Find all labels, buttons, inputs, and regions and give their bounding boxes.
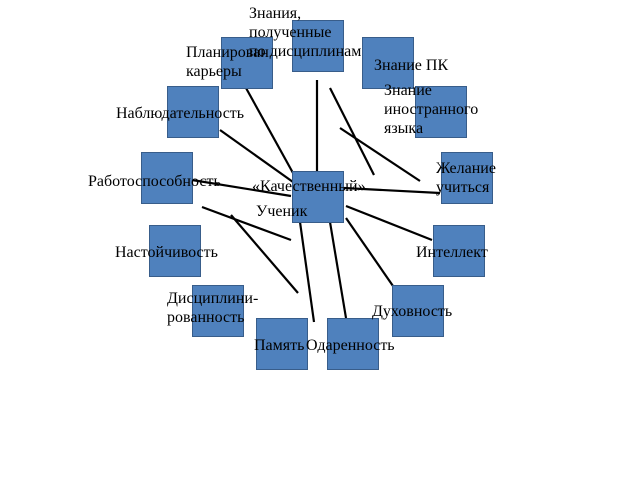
center-box: [292, 171, 344, 223]
connector-career: [245, 87, 294, 174]
spirituality-box: [392, 285, 444, 337]
connector-spirituality: [345, 217, 394, 287]
desire-learn-label: Желание учиться: [436, 160, 496, 196]
persistence-label: Настойчивость: [115, 244, 218, 261]
foreign-lang-box: [415, 86, 467, 138]
discipline-label: Дисциплини- рованность: [167, 290, 259, 326]
pc-label: Знание ПК: [374, 57, 449, 74]
connector-work-capacity: [191, 178, 292, 198]
connector-memory: [298, 221, 316, 323]
observation-label: Наблюдательность: [116, 105, 245, 122]
connector-observation: [219, 129, 294, 183]
connector-intellect: [345, 204, 433, 242]
spirituality-label: Духовность: [372, 303, 453, 320]
pc-box: [362, 37, 414, 89]
persistence-box: [149, 225, 201, 277]
intellect-box: [433, 225, 485, 277]
observation-box: [167, 86, 219, 138]
career-box: [221, 37, 273, 89]
career-label: Планирован карьеры: [186, 44, 269, 80]
memory-label: Память: [254, 337, 305, 354]
work-capacity-box: [141, 152, 193, 204]
knowledge-box: [292, 20, 344, 72]
connector-pc: [329, 87, 375, 176]
discipline-box: [192, 285, 244, 337]
work-capacity-label: Работоспособность: [88, 173, 221, 190]
memory-box: [256, 318, 308, 370]
center-label-line1: «Качественный»: [252, 178, 366, 195]
giftedness-box: [327, 318, 379, 370]
connector-persistence: [201, 205, 292, 242]
knowledge-label: Знания, полученные по дисциплинам: [249, 5, 362, 60]
desire-learn-box: [441, 152, 493, 204]
foreign-lang-label: Знание иностранного языка: [384, 82, 479, 137]
connector-foreign-lang: [339, 127, 421, 182]
center-label-line2: Ученик: [256, 203, 308, 220]
connector-discipline: [230, 214, 299, 294]
connector-giftedness: [328, 221, 348, 319]
connector-desire-learn: [343, 186, 441, 195]
giftedness-label: Одаренность: [306, 337, 395, 354]
intellect-label: Интеллект: [416, 244, 488, 261]
